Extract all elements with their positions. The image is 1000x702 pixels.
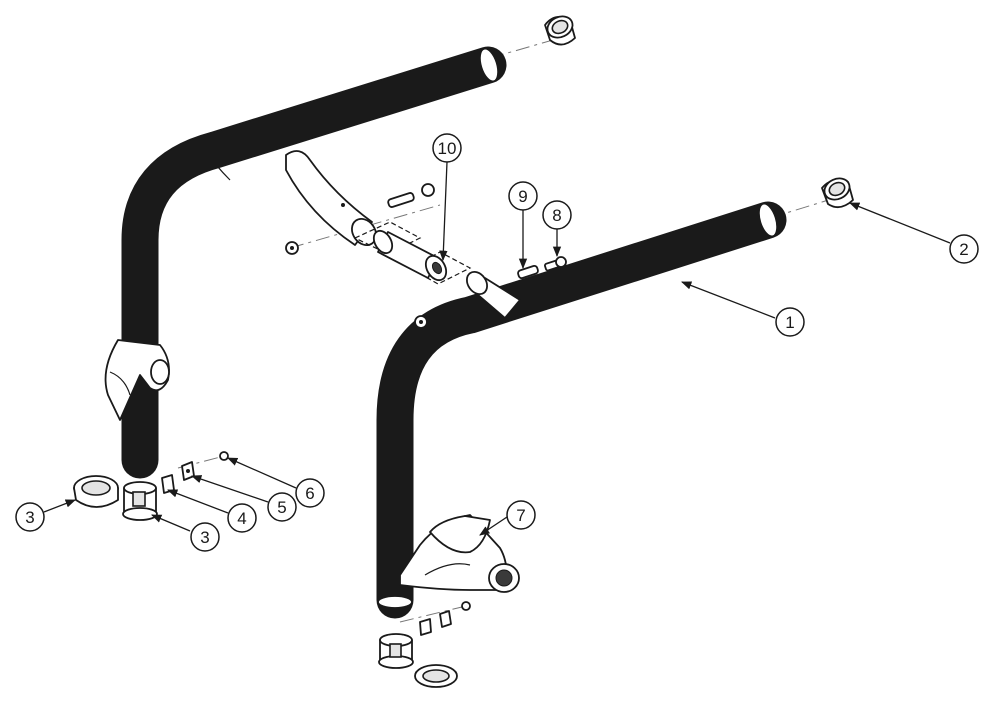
screw-part-6 <box>219 451 229 461</box>
receiver-sleeve-part-3 <box>122 481 158 521</box>
callout-7: 7 <box>506 500 536 530</box>
screw-left <box>285 241 299 255</box>
callout-6: 6 <box>295 478 325 508</box>
callout-label-4: 4 <box>237 509 246 528</box>
callout-label-5: 5 <box>277 498 286 517</box>
callout-label-9: 9 <box>518 187 527 206</box>
socket-cap-part-3 <box>73 475 119 508</box>
callout-label-3b: 3 <box>200 528 209 547</box>
back-frame-tube <box>121 46 507 479</box>
callout-10: 10 <box>432 133 462 163</box>
cross-brace-right <box>466 270 521 319</box>
end-cap-part-2 <box>821 177 854 209</box>
callout-5: 5 <box>267 492 297 522</box>
callout-9: 9 <box>508 181 538 211</box>
socket-hardware-lower-right <box>378 601 471 688</box>
end-cap-upper <box>544 15 576 46</box>
callout-label-10: 10 <box>438 139 457 158</box>
receiver-bracket-part-7 <box>399 514 520 593</box>
screw-center-top <box>387 183 435 208</box>
front-frame-tube <box>376 201 787 619</box>
back-tube-clamp <box>104 339 170 421</box>
cross-brace-left <box>285 150 377 246</box>
callout-3-left: 3 <box>15 502 45 532</box>
callout-2: 2 <box>949 234 979 264</box>
callout-4: 4 <box>227 503 257 533</box>
callout-label-6: 6 <box>305 484 314 503</box>
callout-label-3a: 3 <box>25 508 34 527</box>
callout-label-2: 2 <box>959 240 968 259</box>
adjustment-holes-front <box>523 234 750 307</box>
hardware-screws <box>285 183 567 329</box>
center-coupler <box>353 221 472 285</box>
leader-lines <box>43 161 951 536</box>
callout-8: 8 <box>542 200 572 230</box>
callout-3-right: 3 <box>190 522 220 552</box>
callout-label-1: 1 <box>785 313 794 332</box>
adjustment-holes-back <box>236 76 472 152</box>
nut-plate-part-5 <box>181 461 195 481</box>
callout-label-8: 8 <box>552 206 561 225</box>
callout-label-7: 7 <box>516 506 525 525</box>
callout-1: 1 <box>775 307 805 337</box>
screw-lower <box>414 315 428 329</box>
